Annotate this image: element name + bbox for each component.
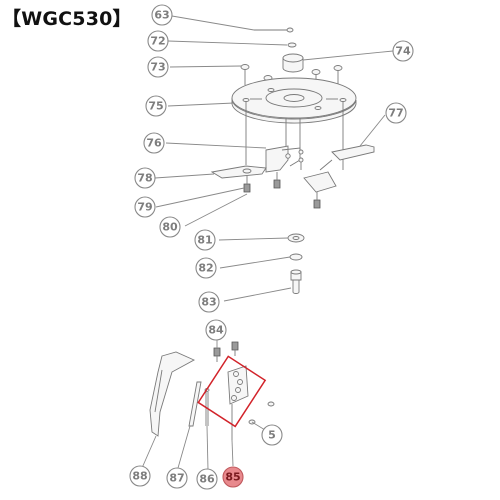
callout-number: 75 xyxy=(148,100,163,113)
callout-77: 77 xyxy=(385,102,407,124)
callout-number: 63 xyxy=(154,9,169,22)
callout-number: 85 xyxy=(225,471,240,484)
callout-number: 81 xyxy=(197,234,212,247)
callout-number: 76 xyxy=(146,137,162,150)
part-63-pin xyxy=(254,27,294,33)
callout-87: 87 xyxy=(166,467,188,489)
callout-number: 83 xyxy=(201,296,216,309)
callout-number: 82 xyxy=(198,262,213,275)
part-72-washer xyxy=(287,42,297,48)
callout-number: 72 xyxy=(150,35,165,48)
part-87-rod xyxy=(188,381,202,427)
callout-83: 83 xyxy=(198,291,220,313)
part-76-bracket xyxy=(265,145,304,173)
model-title: 【WGC530】 xyxy=(2,8,132,30)
callout-number: 78 xyxy=(137,172,152,185)
callout-82: 82 xyxy=(195,257,217,279)
callout-5: 5 xyxy=(261,424,283,446)
callout-number: 73 xyxy=(150,61,165,74)
part-79-bolts xyxy=(243,172,321,209)
part-74-bushing xyxy=(282,53,304,73)
part-88-side-guard xyxy=(149,351,196,437)
callout-76: 76 xyxy=(143,132,165,154)
callout-74: 74 xyxy=(392,40,414,62)
callout-81: 81 xyxy=(194,229,216,251)
callout-88: 88 xyxy=(129,465,151,487)
callout-number: 86 xyxy=(199,473,215,486)
part-81-washer xyxy=(287,233,305,243)
callout-73: 73 xyxy=(147,56,169,78)
highlight-box xyxy=(197,355,267,428)
part-75-blade-disc xyxy=(231,77,357,170)
callout-84: 84 xyxy=(205,319,227,341)
part-77-blade-right xyxy=(303,144,375,193)
callout-85-highlighted: 85 xyxy=(222,466,244,488)
callout-75: 75 xyxy=(145,95,167,117)
part-78-blade-left xyxy=(210,165,267,179)
callout-number: 80 xyxy=(162,221,178,234)
part-85-bracket-plate xyxy=(227,365,249,440)
part-82-washer xyxy=(289,253,303,261)
callout-number: 5 xyxy=(268,429,276,442)
callout-72: 72 xyxy=(147,30,169,52)
callout-86: 86 xyxy=(196,468,218,490)
callout-number: 77 xyxy=(388,107,403,120)
callout-80: 80 xyxy=(159,216,181,238)
callout-78: 78 xyxy=(134,167,156,189)
callout-number: 79 xyxy=(137,201,152,214)
callout-79: 79 xyxy=(134,196,156,218)
part-83-shaft-bolt xyxy=(290,269,302,294)
callout-number: 88 xyxy=(132,470,147,483)
part-84-screws xyxy=(213,341,239,362)
callout-number: 74 xyxy=(395,45,411,58)
callout-63: 63 xyxy=(151,4,173,26)
callout-number: 87 xyxy=(169,472,184,485)
callout-number: 84 xyxy=(208,324,224,337)
part-5-nut xyxy=(248,401,275,425)
